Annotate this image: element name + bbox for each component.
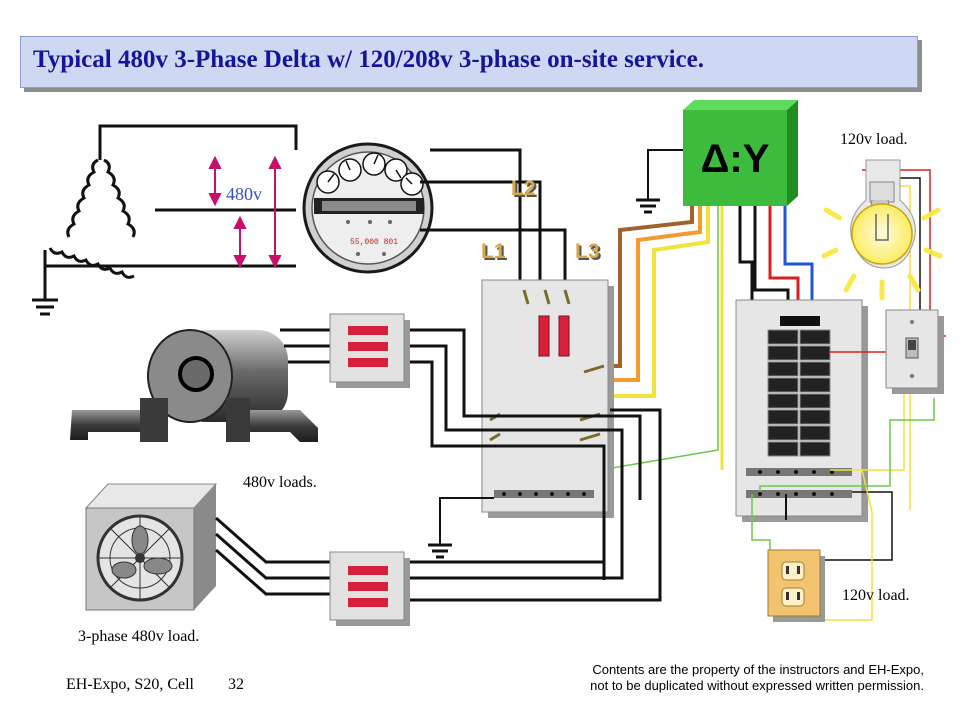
panel-breaker-stack [767,329,831,457]
motor-load [70,329,318,442]
footer-copyright: Contents are the property of the instruc… [500,662,924,694]
wall-switch-icon [885,309,944,394]
voltage-arrows [208,155,282,269]
line-l3-label: L3 [575,240,600,263]
transformer-label: Δ:Y [701,137,770,181]
ground-symbol-transformer [636,149,683,214]
fan-wires [215,408,662,602]
delta-wye-transformer: Δ:Y [683,100,798,206]
fan-unit-load [84,483,218,611]
slide-number: 32 [228,676,244,693]
electric-meter: 55,000 801 [302,142,434,274]
motor-wires [280,328,642,580]
distribution-panel-120-208v [735,299,868,522]
delta-source-coil [48,158,136,279]
fuse-block-motor [329,313,410,388]
delta-connection-wires [43,124,298,300]
load-120v-bottom-label: 120v load. [842,587,910,604]
line-l1-label: L1 [481,240,506,263]
load-3phase-label: 3-phase 480v load. [78,628,200,645]
loads-480v-label: 480v loads. [243,474,317,491]
meter-dials [316,152,424,196]
copyright-line-2: not to be duplicated without expressed w… [590,678,924,693]
voltage-480-label: 480v [226,184,262,204]
title-banner: Typical 480v 3-Phase Delta w/ 120/208v 3… [20,36,918,88]
page-title: Typical 480v 3-Phase Delta w/ 120/208v 3… [33,46,704,73]
light-bulb-icon [821,159,943,301]
ground-symbol-source [32,298,58,316]
ground-symbol-panel [428,497,494,559]
copyright-line-1: Contents are the property of the instruc… [592,662,924,677]
meter-reading: 55,000 801 [350,238,398,247]
footer-course: EH-Expo, S20, Cell [66,676,194,693]
disconnect-panel-480v [481,279,614,518]
outlet-receptacle-icon [767,549,825,622]
panel-fuses [538,315,570,357]
load-120v-top-label: 120v load. [840,131,908,148]
line-l2-label: L2 [511,177,536,200]
fuse-block-fan [329,551,410,626]
